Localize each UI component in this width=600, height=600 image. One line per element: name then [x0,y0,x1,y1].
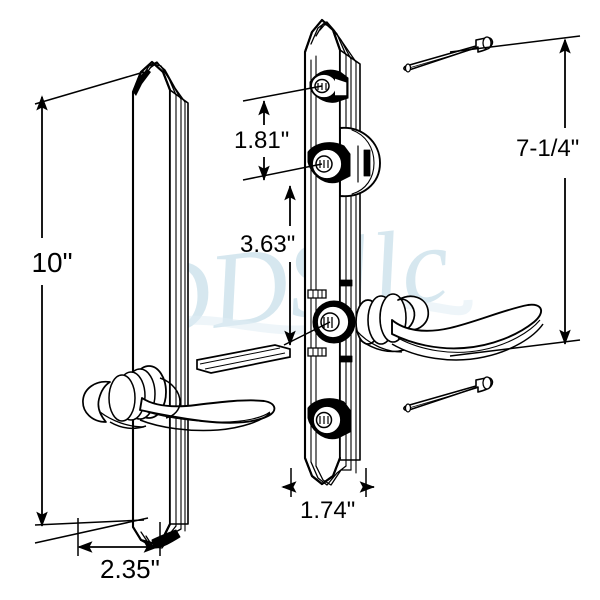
dimension-overall-height: 10" [31,71,145,527]
dimension-1-81in: 1.81" [234,85,323,181]
dimension-3-63in: 3.63" [240,185,331,346]
dimension-label-10in: 10" [31,247,72,278]
exterior-lever [355,293,544,361]
spindle-bar [196,344,291,374]
mounting-boss-second [307,142,351,184]
mounting-boss-bottom [307,398,351,440]
dimension-2-35in: 2.35" [34,517,161,584]
dimension-label-7-1-4in: 7-1/4" [516,135,579,162]
interior-lever [82,365,276,432]
mounting-screw-bottom [403,376,494,413]
cylinder-hub [307,289,356,357]
dimension-label-3-63in: 3.63" [240,231,295,258]
interior-backplate [131,60,189,549]
dimension-label-1-81in: 1.81" [234,127,289,154]
dimension-1-74in: 1.74" [281,468,375,524]
dimension-label-1-74in: 1.74" [300,497,355,524]
mounting-screw-top [403,36,494,73]
dimension-label-2-35in: 2.35" [100,554,160,584]
dimension-7-quarter-in: 7-1/4" [449,35,581,357]
